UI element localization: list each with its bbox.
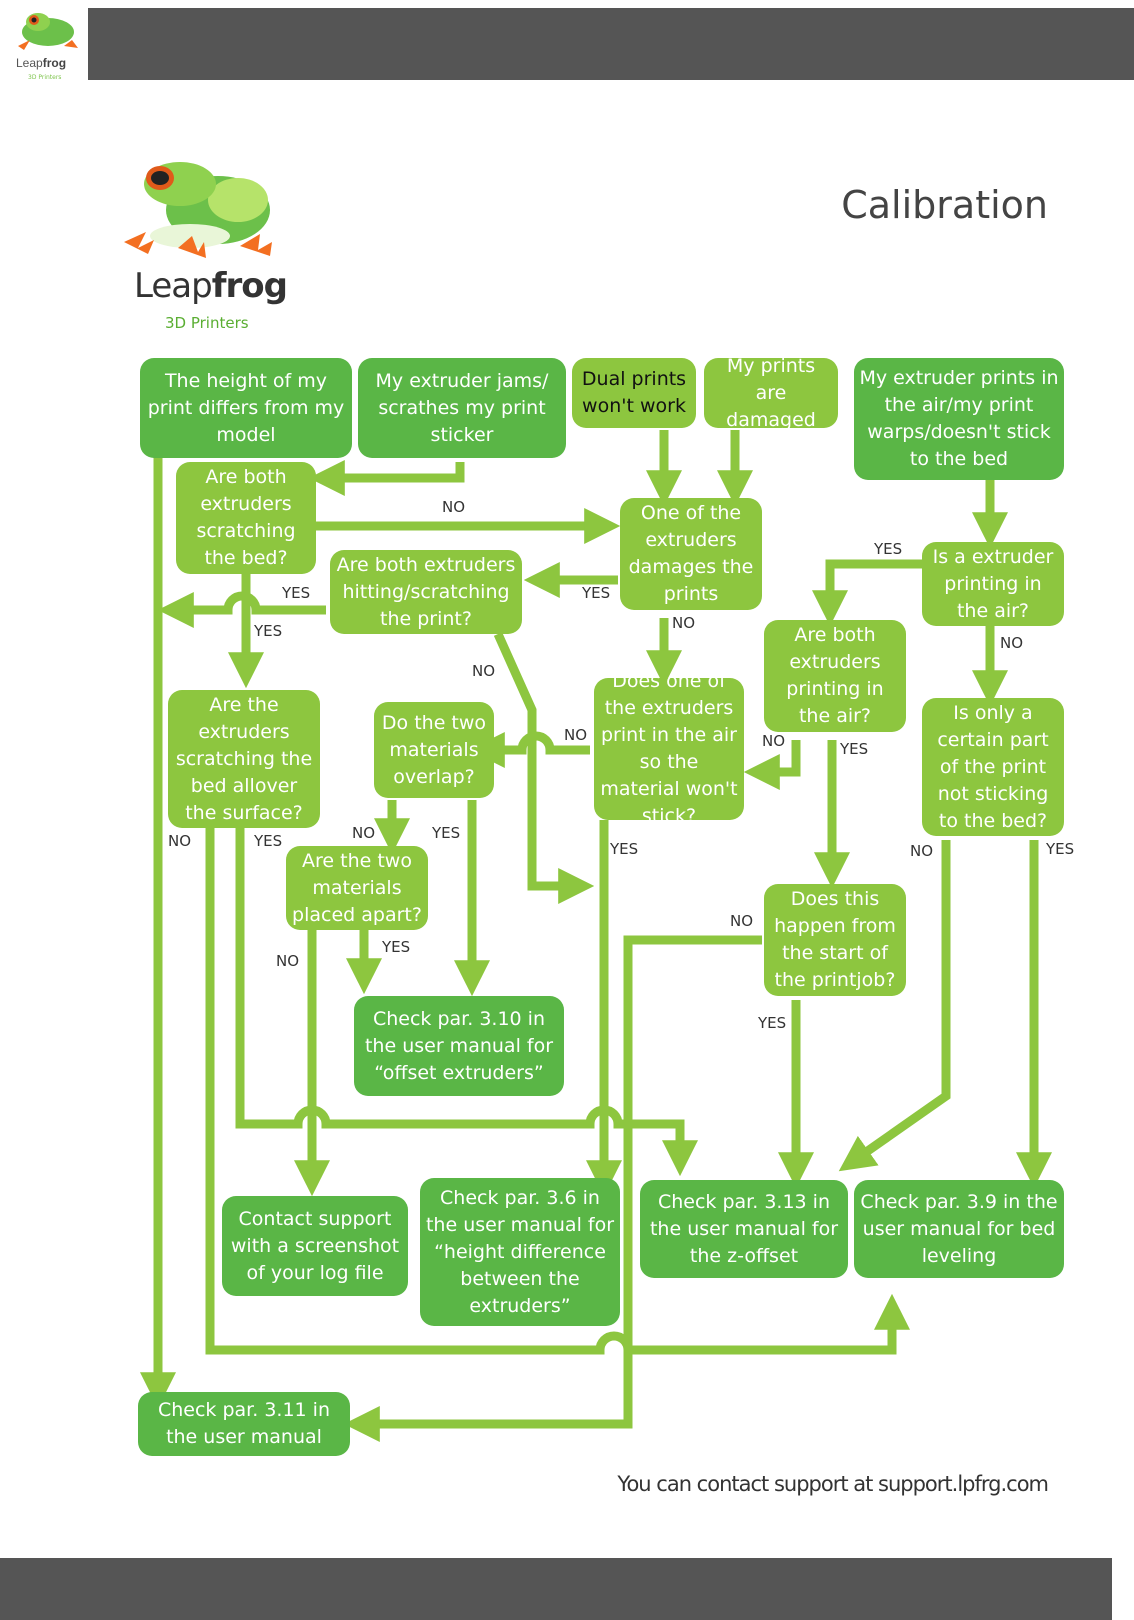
label-no: NO [1000, 634, 1024, 652]
label-no: NO [442, 498, 466, 516]
footer-bar [0, 1558, 1112, 1620]
box-one-print-air: Does one of the extruders print in the a… [594, 670, 744, 827]
box-scratching-allover: Are the extruders scratching the bed all… [168, 690, 320, 828]
box-one-damages: One of the extruders damages the prints [620, 498, 762, 610]
label-yes: YES [282, 584, 311, 602]
label-yes: YES [1046, 840, 1075, 858]
label-no: NO [352, 824, 376, 842]
box-check-310: Check par. 3.10 in the user manual for “… [354, 996, 564, 1096]
small-logo: Leapfrog 3D Printers [8, 6, 84, 86]
box-materials-overlap: Do the two materials overlap? [374, 702, 494, 798]
box-materials-apart: Are the two materials placed apart? [286, 846, 428, 930]
brand-name: Leapfrog [134, 266, 288, 306]
box-both-hitting: Are both extruders hitting/scratching th… [330, 550, 522, 634]
header-bar [88, 8, 1134, 80]
label-no: NO [276, 952, 300, 970]
box-check-313: Check par. 3.13 in the user manual for t… [640, 1180, 848, 1278]
frog-illustration-icon [124, 162, 272, 258]
label-yes: YES [582, 584, 611, 602]
brand-subtitle: 3D Printers [165, 314, 249, 332]
small-logo-sub: 3D Printers [28, 74, 62, 81]
label-yes: YES [382, 938, 411, 956]
box-only-part: Is only a certain part of the print not … [922, 698, 1064, 836]
label-no: NO [168, 832, 192, 850]
box-height-differs: The height of my print differs from my m… [140, 358, 352, 458]
box-check-311: Check par. 3.11 in the user manual [138, 1392, 350, 1456]
box-prints-in-air: My extruder prints in the air/my print w… [854, 358, 1064, 480]
label-yes: YES [432, 824, 461, 842]
label-yes: YES [840, 740, 869, 758]
box-dual-prints: Dual prints won't work [572, 358, 696, 428]
page-title: Calibration [841, 183, 1048, 227]
box-both-scratching-bed: Are both extruders scratching the bed? [176, 462, 316, 574]
label-no: NO [672, 614, 696, 632]
box-extruder-air-q: Is a extruder printing in the air? [922, 542, 1064, 626]
box-extruder-jams: My extruder jams/ scrathes my print stic… [358, 358, 566, 458]
label-yes: YES [874, 540, 903, 558]
box-check-39: Check par. 3.9 in the user manual for be… [854, 1180, 1064, 1278]
frog-icon [18, 13, 78, 50]
label-no: NO [472, 662, 496, 680]
label-no: NO [762, 732, 786, 750]
big-logo: Leapfrog 3D Printers [120, 150, 290, 340]
box-check-36: Check par. 3.6 in the user manual for “h… [420, 1178, 620, 1326]
small-logo-text: Leapfrog [16, 56, 67, 70]
box-both-printing-air: Are both extruders printing in the air? [764, 620, 906, 732]
label-yes: YES [758, 1014, 787, 1032]
support-note: You can contact support at support.lpfrg… [617, 1472, 1049, 1496]
label-no: NO [564, 726, 588, 744]
label-yes: YES [610, 840, 639, 858]
box-contact-support: Contact support with a screenshot of you… [222, 1196, 408, 1296]
box-prints-damaged: My prints are damaged [704, 355, 838, 431]
label-yes: YES [254, 622, 283, 640]
label-yes: YES [254, 832, 283, 850]
label-no: NO [910, 842, 934, 860]
label-no: NO [730, 912, 754, 930]
box-happen-start: Does this happen from the start of the p… [764, 884, 906, 996]
